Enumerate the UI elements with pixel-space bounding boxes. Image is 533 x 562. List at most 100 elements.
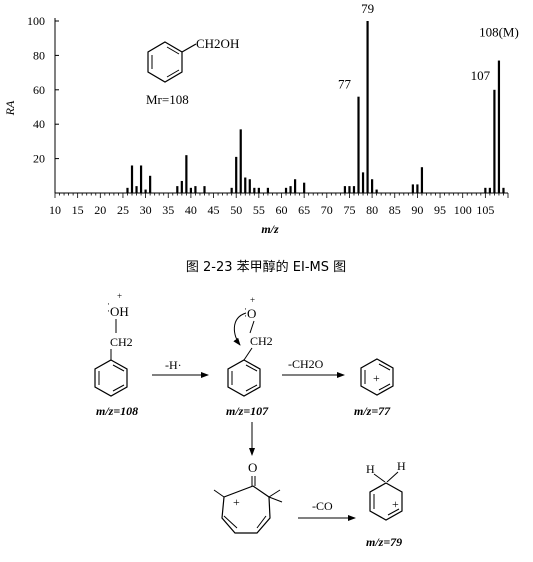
- inset-formula: CH2OH: [196, 36, 239, 51]
- peak-mz-62: [289, 186, 292, 193]
- svg-text:+: +: [233, 495, 240, 509]
- peak-mz-78: [361, 172, 365, 193]
- peak-mz-77: [357, 96, 360, 193]
- peak-mz-57: [266, 187, 270, 193]
- ch2-group-107: CH2: [250, 334, 273, 348]
- fragmentation-scheme: + · · OH CH2 m/z=108 -H· + · · O CH2: [94, 291, 406, 549]
- peak-mz-79: [366, 21, 369, 193]
- reagent-h-radical: -H·: [165, 358, 182, 372]
- peak-label-79: 79: [361, 1, 374, 16]
- peak-mz-107: [493, 89, 496, 193]
- x-tick-label: 35: [162, 203, 174, 217]
- x-tick-label: 60: [276, 203, 288, 217]
- x-tick-label: 95: [434, 203, 446, 217]
- peak-mz-55: [257, 187, 260, 193]
- reagent-co: -CO: [312, 499, 333, 513]
- h-left: H: [366, 462, 375, 476]
- peak-mz-26: [126, 187, 129, 193]
- peak-mz-40: [189, 187, 192, 193]
- x-tick-label: 50: [230, 203, 242, 217]
- x-tick-label: 25: [117, 203, 129, 217]
- y-tick-label: 60: [33, 83, 45, 97]
- o-carbonyl: O: [248, 460, 257, 475]
- x-tick-label: 65: [298, 203, 310, 217]
- x-tick-label: 55: [253, 203, 265, 217]
- x-tick-label: 85: [389, 203, 401, 217]
- peak-labels: 77 79 107 108(M): [338, 1, 519, 92]
- x-tick-label: 15: [72, 203, 84, 217]
- label-mz-79: m/z=79: [366, 535, 402, 549]
- peak-mz-90: [416, 184, 419, 193]
- ion-107: + · · O CH2 m/z=107: [226, 295, 273, 418]
- svg-text:+: +: [392, 497, 399, 511]
- peak-mz-105: [484, 187, 487, 193]
- peak-mz-81: [375, 189, 378, 193]
- peak-mz-63: [293, 179, 297, 193]
- reagent-ch2o: -CH2O: [288, 357, 324, 371]
- peak-mz-61: [284, 187, 288, 193]
- peak-mz-108: [497, 60, 501, 194]
- peak-mz-51: [239, 129, 242, 193]
- y-tick-label: 100: [27, 14, 45, 28]
- svg-text:·: ·: [107, 306, 110, 316]
- peak-mz-41: [194, 186, 197, 193]
- x-axis-label: m/z: [261, 222, 279, 236]
- svg-text:+: +: [250, 295, 255, 305]
- label-mz-107: m/z=107: [226, 404, 269, 418]
- peak-mz-50: [235, 156, 238, 193]
- peak-mz-109: [502, 187, 505, 193]
- peak-label-107: 107: [471, 68, 491, 83]
- peak-mz-80: [371, 179, 374, 193]
- ring-expansion-intermediate: O +: [213, 460, 283, 534]
- x-tick-label: 20: [94, 203, 106, 217]
- x-tick-label: 80: [366, 203, 378, 217]
- peak-label-77: 77: [338, 77, 352, 92]
- benzyl-alcohol-structure: CH2OH Mr=108: [146, 36, 239, 107]
- o-atom: O: [247, 306, 256, 321]
- peak-mz-28: [135, 186, 138, 193]
- x-tick-label: 10: [49, 203, 61, 217]
- peak-mz-39: [185, 155, 188, 193]
- peak-mz-65: [303, 182, 306, 193]
- inset-mr-label: Mr=108: [146, 92, 189, 107]
- peak-label-108: 108(M): [479, 25, 519, 40]
- peak-mz-29: [139, 165, 143, 193]
- peak-mz-38: [180, 180, 183, 193]
- svg-text:+: +: [373, 371, 380, 385]
- peak-mz-53: [248, 179, 251, 193]
- peak-mz-91: [420, 167, 424, 193]
- y-tick-label: 40: [33, 117, 45, 131]
- x-tick-label: 30: [140, 203, 152, 217]
- x-tick-label: 90: [411, 203, 423, 217]
- peak-mz-27: [130, 165, 134, 193]
- peak-mz-106: [488, 187, 491, 193]
- spectrum-peaks: [126, 21, 505, 194]
- svg-text:·: ·: [107, 299, 110, 309]
- peak-mz-31: [149, 175, 152, 193]
- svg-text:·: ·: [244, 311, 247, 321]
- peak-mz-76: [352, 186, 356, 193]
- x-tick-label: 100: [454, 203, 472, 217]
- x-tick-label: 75: [343, 203, 355, 217]
- phenyl-cation-77: + m/z=77: [354, 358, 394, 418]
- figure-caption: 图 2-23 苯甲醇的 EI-MS 图: [186, 259, 346, 275]
- benzenium-ion-79: H H + m/z=79: [366, 459, 406, 549]
- label-mz-108: m/z=108: [96, 404, 138, 418]
- peak-mz-37: [176, 186, 179, 193]
- peak-mz-52: [244, 177, 247, 193]
- peak-mz-54: [253, 187, 256, 193]
- label-mz-77: m/z=77: [354, 404, 391, 418]
- peak-mz-89: [411, 184, 414, 193]
- peak-mz-49: [230, 187, 233, 193]
- molecular-ion-108: + · · OH CH2 m/z=108: [94, 291, 138, 418]
- svg-text:+: +: [117, 291, 122, 301]
- x-tick-label: 40: [185, 203, 197, 217]
- h-right: H: [397, 459, 406, 473]
- svg-text:·: ·: [244, 304, 247, 314]
- x-tick-label: 105: [476, 203, 494, 217]
- peak-mz-74: [343, 186, 347, 193]
- peak-mz-75: [348, 186, 351, 193]
